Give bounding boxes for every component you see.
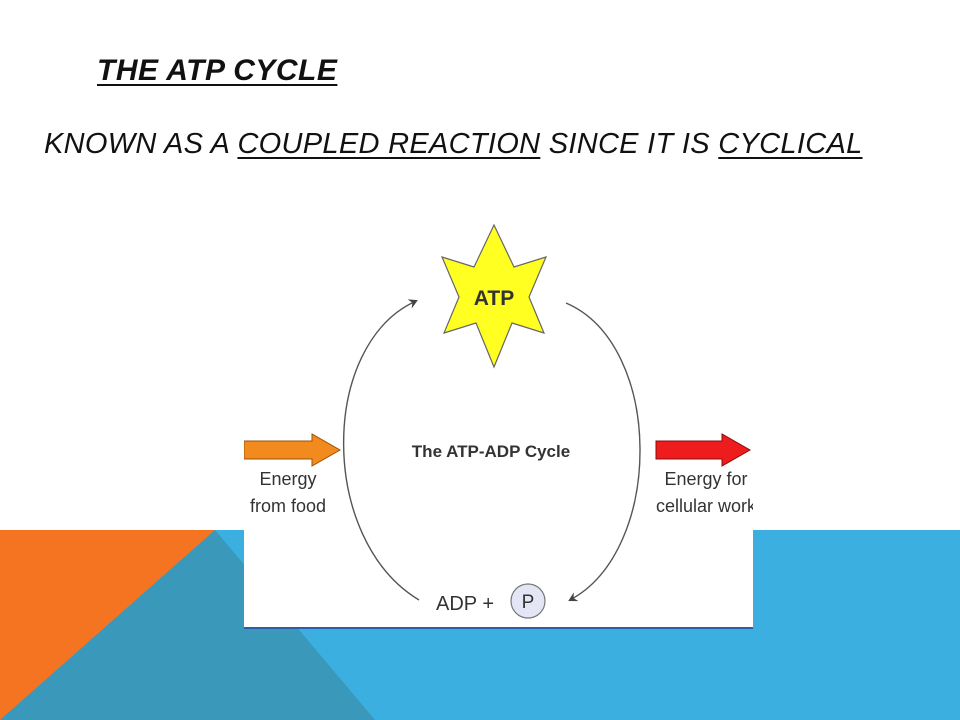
phosphate-label: P [522, 592, 535, 613]
subtitle-term-cyclical: CYCLICAL [718, 128, 863, 160]
phosphate-circle-icon [510, 583, 546, 619]
subtitle-middle: SINCE IT IS [540, 128, 719, 160]
subtitle-term-coupled-reaction: COUPLED REACTION [237, 128, 541, 160]
energy-output-label-line1: Energy for [664, 469, 747, 489]
energy-input-label-line1: Energy [259, 469, 316, 489]
atp-adp-cycle-diagram: ATP The ATP-ADP Cycle Energy from food E… [244, 205, 753, 629]
slide-title: THE ATP CYCLE [97, 54, 338, 87]
subtitle-prefix: KNOWN AS A [44, 128, 238, 160]
energy-output-arrow [655, 433, 752, 467]
energy-input-arrow [244, 433, 342, 467]
atp-label: ATP [474, 287, 514, 310]
cycle-arc-right [565, 302, 641, 602]
cycle-center-label: The ATP-ADP Cycle [412, 442, 570, 461]
energy-output-label-line2: cellular work [656, 496, 753, 516]
diagram-graphic: ATP The ATP-ADP Cycle Energy from food E… [244, 223, 753, 619]
energy-input-label-line2: from food [250, 496, 326, 516]
slide-subtitle: KNOWN AS A COUPLED REACTION SINCE IT IS … [44, 128, 863, 161]
cycle-arc-left [343, 299, 420, 601]
atp-star-icon [440, 223, 548, 369]
adp-label: ADP + [436, 593, 494, 615]
background-teal-triangle [0, 530, 375, 720]
